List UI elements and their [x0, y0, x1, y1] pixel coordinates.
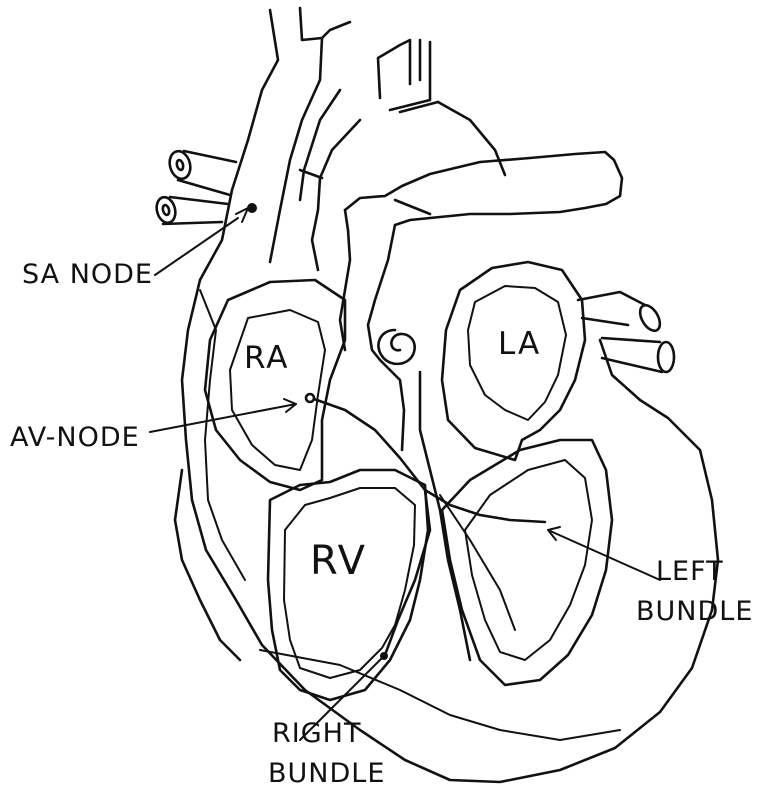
label-sa-node: SA NODE	[22, 259, 153, 290]
av-node-arrow	[150, 399, 296, 432]
sa-node-leader	[155, 218, 238, 275]
label-rv: RV	[310, 538, 367, 584]
label-ra: RA	[244, 340, 290, 376]
pulmonary-veins-left	[578, 292, 674, 372]
av-node	[306, 394, 314, 402]
sa-node	[236, 203, 257, 222]
label-right-bundle-2: BUNDLE	[268, 758, 385, 789]
label-left-bundle-2: BUNDLE	[636, 596, 753, 627]
label-left-bundle-1: LEFT	[656, 556, 724, 587]
label-right-bundle-1: RIGHT	[272, 718, 361, 749]
aorta-and-pulmonary-trunk	[300, 40, 505, 270]
right-heart-border	[200, 290, 245, 580]
aortic-root	[378, 330, 414, 450]
left-ventricle-inner	[465, 460, 592, 660]
right-atrium-inner	[230, 310, 325, 470]
pulmonary-veins-right	[154, 149, 236, 225]
label-av-node: AV-NODE	[10, 422, 140, 453]
left-bundle-arrow	[548, 527, 660, 580]
label-la: LA	[498, 326, 541, 362]
superior-vena-cava	[200, 8, 350, 280]
right-atrium-wall	[205, 280, 345, 490]
pulmonary-artery-arch	[340, 152, 622, 360]
right-ventricle-wall	[268, 470, 428, 700]
